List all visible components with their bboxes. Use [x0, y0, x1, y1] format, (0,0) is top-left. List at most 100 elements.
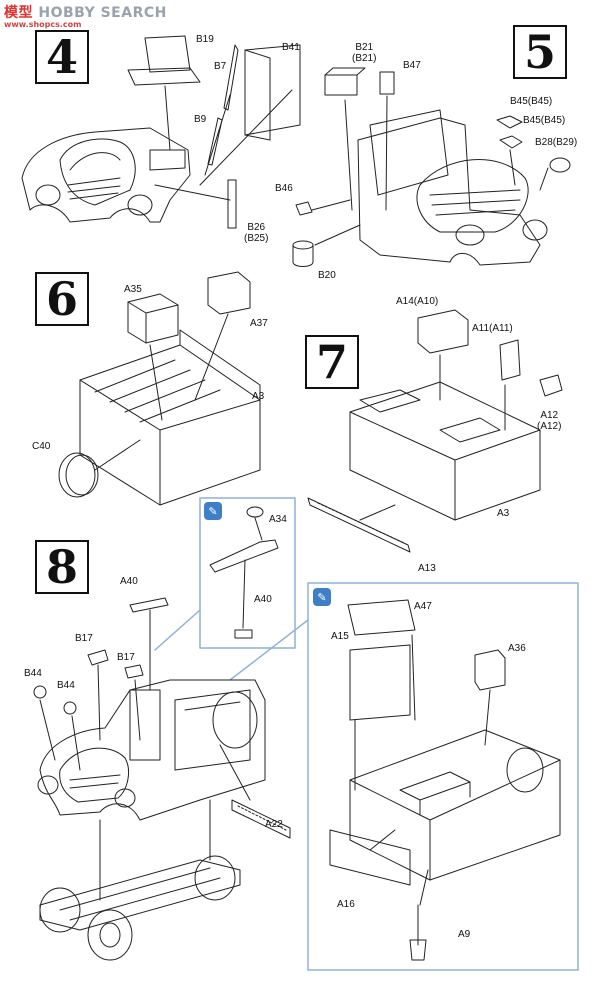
step8-wheel-rear-left — [194, 855, 236, 901]
step7-spare-mount — [439, 417, 501, 443]
arrow-c40 — [94, 439, 141, 471]
label-b44-b: B44 — [57, 680, 75, 691]
step8-spare-tire — [506, 747, 544, 793]
label-a34: A34 — [269, 514, 287, 525]
part-b19-seat-back — [144, 35, 191, 73]
step4-hood-line — [69, 152, 121, 171]
step8-windshield — [129, 689, 161, 761]
part-a35-edges — [127, 301, 179, 344]
arrow-b28 — [539, 167, 549, 191]
step6-bed — [79, 344, 261, 506]
callout-pointer-large — [229, 619, 309, 681]
label-a14: A14(A10) — [396, 296, 439, 307]
part-b28 — [549, 157, 571, 173]
label-b44-a: B44 — [24, 668, 42, 679]
arrow-b17b — [134, 679, 141, 741]
part-b41-side — [244, 49, 271, 141]
part-b21-box — [324, 74, 358, 96]
label-b9: B9 — [194, 114, 207, 125]
pencil-icon: ✎ — [313, 588, 331, 606]
part-a47 — [347, 599, 416, 636]
watermark-en: HOBBY SEARCH — [38, 5, 167, 21]
step8-bed-side — [174, 689, 251, 771]
part-b45-b — [499, 135, 523, 149]
label-b17-a: B17 — [75, 633, 93, 644]
arrow-a9 — [419, 869, 429, 906]
arrow-b26 — [154, 184, 231, 201]
callout-frame-large — [307, 582, 579, 971]
label-a22: A22 — [265, 819, 283, 830]
label-a37: A37 — [250, 318, 268, 329]
step4-cab-body — [21, 127, 191, 223]
label-b41: B41 — [282, 42, 300, 53]
step-4-box: 4 — [35, 30, 89, 84]
part-b26 — [227, 179, 237, 229]
part-b47 — [379, 71, 395, 95]
arrow-b7 — [204, 94, 231, 176]
step8-wheel-hub — [99, 922, 121, 948]
step8-hood — [59, 747, 129, 803]
step-7-number: 7 — [315, 335, 348, 389]
step5-hood — [416, 159, 529, 233]
part-c40-tire — [58, 452, 96, 498]
step7-bed-edges — [349, 411, 541, 521]
part-a37 — [207, 271, 251, 315]
part-b44-a — [33, 685, 47, 699]
part-b20-top — [292, 240, 314, 250]
step8-grille — [69, 774, 121, 789]
label-c40: C40 — [32, 441, 51, 452]
label-b28: B28(B29) — [535, 137, 578, 148]
step-8-box: 8 — [35, 540, 89, 594]
label-a3-step7: A3 — [497, 508, 510, 519]
label-a16: A16 — [337, 899, 355, 910]
part-a36 — [474, 649, 506, 691]
arrow-b17a — [97, 664, 101, 741]
pencil-icon: ✎ — [204, 502, 222, 520]
arrow-b19 — [164, 85, 171, 151]
part-b17-b — [124, 664, 144, 679]
label-b21: B21(B21) — [352, 42, 377, 64]
watermark-cn: 模型 — [4, 5, 33, 21]
part-a22-holes — [237, 805, 287, 831]
part-a34 — [246, 506, 264, 518]
part-b9-rifle — [207, 117, 223, 166]
step-5-box: 5 — [513, 25, 567, 79]
part-b44-b — [63, 701, 77, 715]
label-a13: A13 — [418, 563, 436, 574]
step8-bed-edges — [349, 759, 561, 881]
label-a40-main: A40 — [120, 576, 138, 587]
step5-hood-lines — [429, 189, 521, 216]
label-b7: B7 — [214, 61, 227, 72]
part-b41-rear-wall — [244, 44, 301, 136]
step8-bed-detail — [349, 729, 561, 881]
part-c40-tire-side — [65, 454, 99, 496]
step4-grille — [67, 177, 121, 200]
part-a11 — [499, 339, 521, 381]
step-5-assembly — [292, 67, 571, 267]
part-a40-base — [234, 629, 253, 639]
arrow-b20 — [314, 224, 361, 246]
watermark-logo: 模型 HOBBY SEARCH — [4, 2, 167, 22]
arrow-b44b — [71, 715, 81, 771]
step8-chassis-rails — [59, 867, 221, 921]
part-b45-a — [496, 115, 523, 129]
step6-bed-rear-rail — [179, 329, 261, 401]
arrow-a13 — [359, 504, 396, 521]
label-a9: A9 — [458, 929, 471, 940]
step4-headlight-left — [35, 184, 61, 206]
step8-truck-body — [39, 679, 266, 821]
step4-floor — [149, 149, 186, 171]
part-b20-body — [292, 244, 314, 267]
arrow-b44a — [39, 699, 56, 761]
part-a15 — [349, 644, 411, 721]
label-b19: B19 — [196, 34, 214, 45]
step8-chassis — [39, 859, 241, 931]
step-8-vehicle — [33, 597, 291, 961]
label-a3-step6: A3 — [252, 391, 265, 402]
arrow-b41 — [199, 89, 293, 186]
watermark-url: www.shopcs.com — [4, 20, 82, 29]
step-8-detail-callout — [154, 497, 296, 651]
step-8-detail-callout-large — [229, 582, 579, 971]
arrow-a37 — [194, 313, 229, 401]
step6-bed-edges — [79, 379, 261, 506]
